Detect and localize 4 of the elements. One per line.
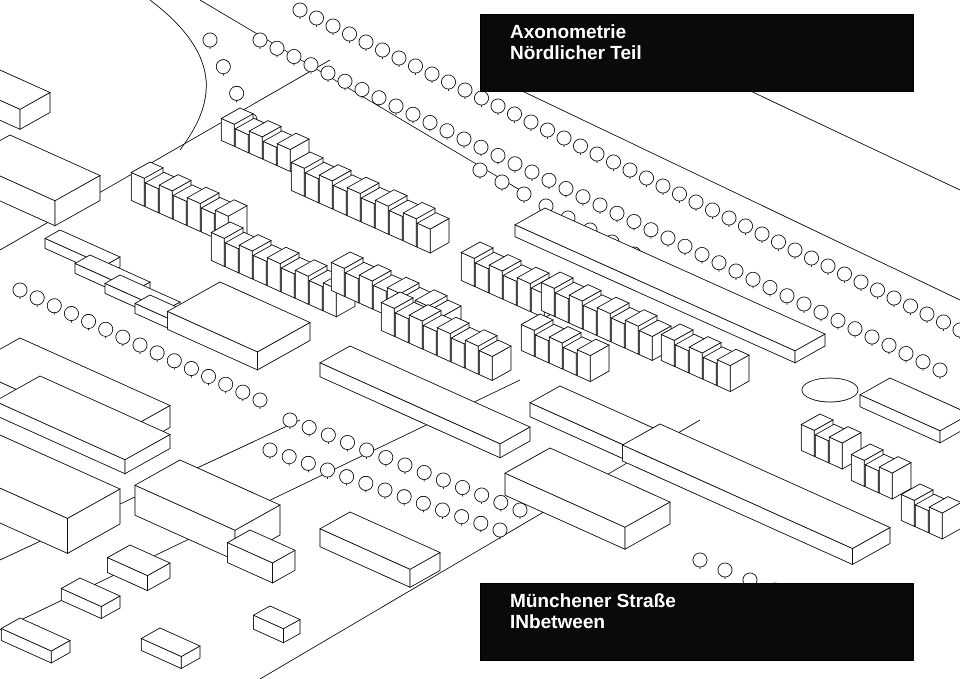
panel-heading: Axonometrie Nördlicher Teil (510, 22, 643, 64)
title-panel (480, 14, 914, 92)
title-panel (480, 583, 914, 661)
panel-heading: Münchener Straße INbetween (510, 591, 677, 633)
